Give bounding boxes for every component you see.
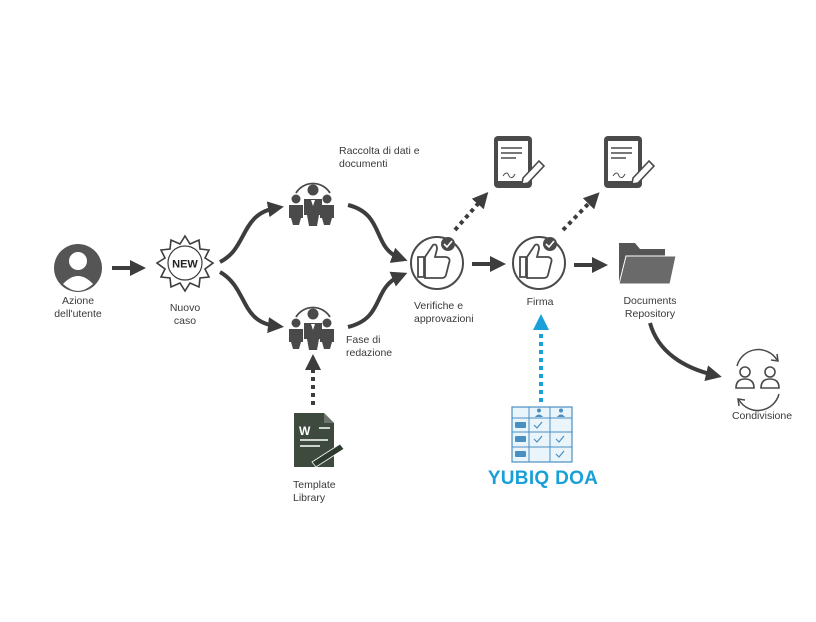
new-badge-text: NEW [172, 259, 198, 271]
team-icon [289, 182, 334, 226]
word-document-icon: W [294, 413, 345, 468]
user-icon [54, 244, 102, 292]
label-new-case: Nuovo caso [169, 302, 201, 327]
thumbs-up-signature-icon [512, 236, 566, 290]
label-data-collection: Raccolta di dati e documenti [339, 145, 420, 170]
svg-text:W: W [299, 424, 311, 438]
label-sharing: Condivisione [731, 410, 793, 422]
label-checks: Verifiche e approvazioni [414, 300, 474, 325]
team-icon [289, 306, 334, 350]
sharing-users-icon [735, 348, 780, 412]
label-template-library: Template Library [293, 479, 336, 504]
yubiq-grid-icon [511, 406, 573, 463]
label-signature: Firma [526, 296, 554, 308]
tablet-signature-icon [604, 136, 656, 188]
label-repository: Documents Repository [623, 295, 677, 320]
thumbs-up-approval-icon [410, 236, 464, 290]
arrow-collection-to-checks [347, 203, 408, 263]
arrow-repository-to-sharing [648, 322, 722, 381]
arrow-new-to-collection [219, 201, 284, 264]
yubiq-doa-label: YUBIQ DOA [487, 468, 599, 489]
arrow-signature-to-tablet [561, 192, 600, 232]
tablet-signature-icon [494, 136, 546, 188]
arrow-checks-to-tablet [453, 191, 489, 232]
new-badge-icon [155, 234, 215, 293]
arrow-new-to-drafting [218, 270, 284, 334]
folder-icon [618, 243, 677, 285]
label-user-action: Azione dell'utente [54, 295, 102, 320]
label-drafting: Fase di redazione [346, 334, 393, 359]
arrow-drafting-to-checks [347, 271, 408, 329]
